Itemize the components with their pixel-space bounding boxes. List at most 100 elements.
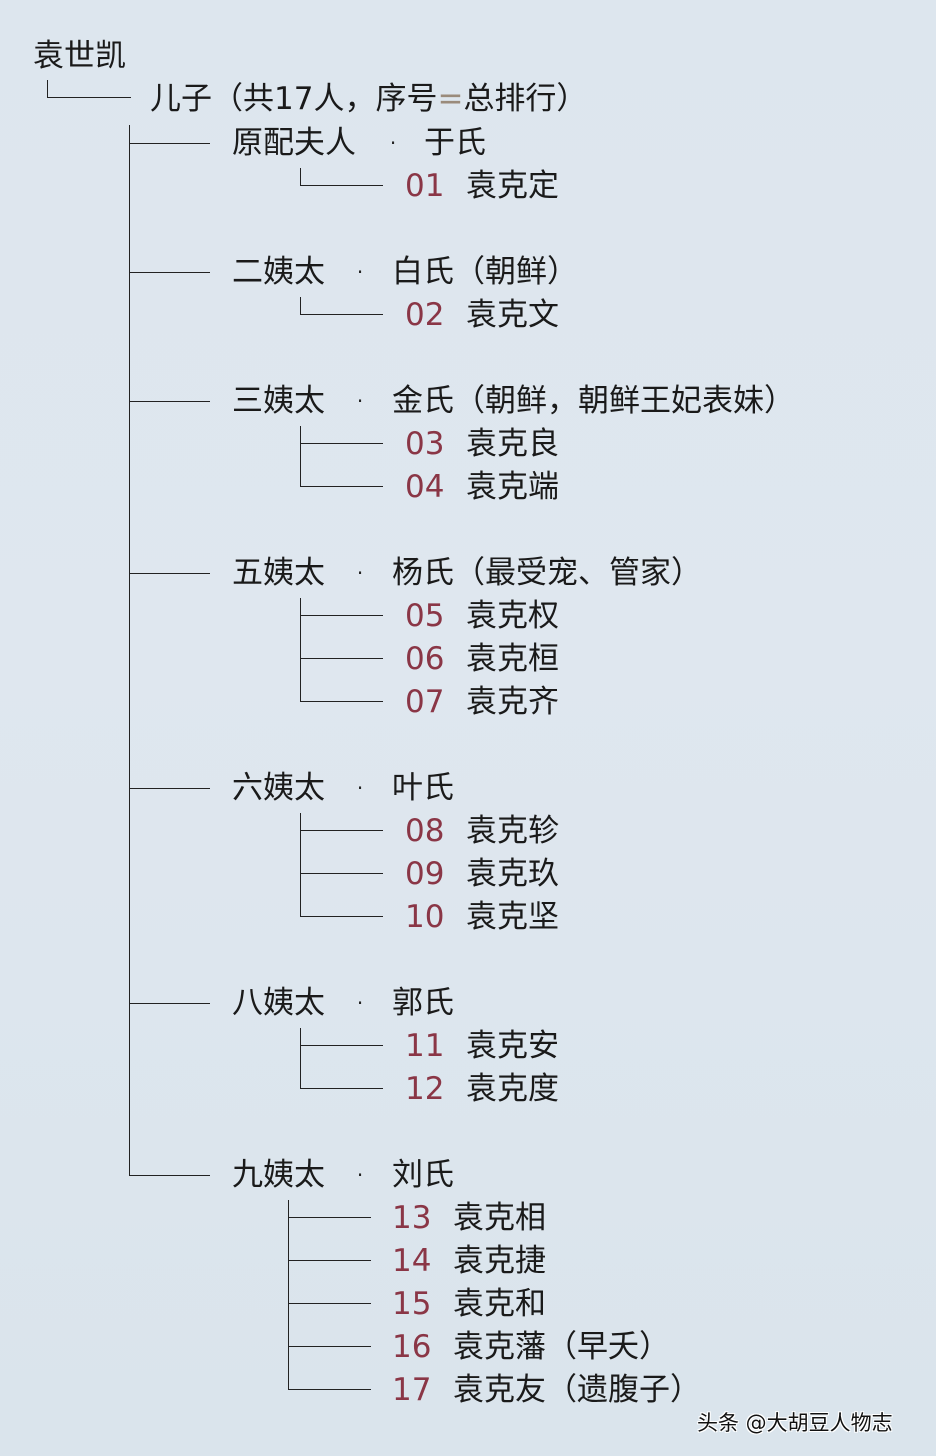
son-note: （早夭） — [546, 1329, 670, 1365]
sons-header-suffix: 总排行） — [463, 81, 588, 117]
surname: 刘氏 — [392, 1157, 454, 1193]
wife-surname: 金氏（朝鲜，朝鲜王妃表妹） — [392, 383, 795, 419]
son-name: 袁克相 — [453, 1200, 546, 1236]
name: 袁克藩 — [453, 1329, 546, 1365]
tree-branch — [288, 1217, 371, 1218]
tree-line — [300, 1028, 301, 1089]
son-name: 袁克桓 — [466, 641, 559, 677]
wife-surname: 刘氏 — [392, 1157, 454, 1193]
separator-dot: · — [356, 561, 364, 585]
son-number: 03 — [405, 426, 445, 462]
root-name: 袁世凯 — [33, 38, 126, 74]
surname: 叶氏 — [392, 770, 454, 806]
tree-branch — [300, 443, 383, 444]
son-number: 01 — [405, 168, 445, 204]
surname: 于氏 — [424, 125, 486, 161]
separator-dot: · — [356, 991, 364, 1015]
sons-header-prefix: 儿子（共17人，序号 — [150, 81, 438, 117]
son-name: 袁克度 — [466, 1071, 559, 1107]
tree-branch — [300, 615, 383, 616]
tree-branch — [300, 314, 383, 315]
surname: 郭氏 — [392, 985, 454, 1021]
son-name: 袁克定 — [466, 168, 559, 204]
wife-surname: 郭氏 — [392, 985, 454, 1021]
son-name: 袁克齐 — [466, 684, 559, 720]
tree-branch — [300, 486, 383, 487]
son-number: 17 — [392, 1372, 432, 1408]
son-number: 04 — [405, 469, 445, 505]
son-name: 袁克良 — [466, 426, 559, 462]
son-name: 袁克轸 — [466, 813, 559, 849]
separator-dot: · — [356, 260, 364, 284]
surname: 杨氏 — [392, 555, 454, 591]
son-name: 袁克坚 — [466, 899, 559, 935]
son-name: 袁克和 — [453, 1286, 546, 1322]
tree-branch — [288, 1303, 371, 1304]
son-name: 袁克藩（早夭） — [453, 1329, 670, 1365]
tree-branch — [300, 830, 383, 831]
son-number: 08 — [405, 813, 445, 849]
tree-branch — [129, 1175, 210, 1176]
son-note: （遗腹子） — [546, 1372, 701, 1408]
son-name: 袁克玖 — [466, 856, 559, 892]
son-name: 袁克端 — [466, 469, 559, 505]
son-number: 07 — [405, 684, 445, 720]
wife-title: 八姨太 — [232, 985, 325, 1021]
son-number: 15 — [392, 1286, 432, 1322]
equals-sign: = — [437, 81, 464, 117]
tree-branch — [300, 701, 383, 702]
son-number: 10 — [405, 899, 445, 935]
tree-branch — [300, 658, 383, 659]
wife-note: （朝鲜） — [454, 254, 578, 290]
wife-title: 五姨太 — [232, 555, 325, 591]
tree-branch — [288, 1389, 371, 1390]
tree-branch — [300, 1088, 383, 1089]
sons-header: 儿子（共17人，序号=总排行） — [150, 81, 587, 117]
tree-branch — [300, 1045, 383, 1046]
son-name: 袁克捷 — [453, 1243, 546, 1279]
son-number: 14 — [392, 1243, 432, 1279]
separator-dot: · — [389, 131, 397, 155]
wife-note: （最受宠、管家） — [454, 555, 702, 591]
separator-dot: · — [356, 389, 364, 413]
wife-title: 原配夫人 — [232, 125, 356, 161]
son-name: 袁克文 — [466, 297, 559, 333]
name: 袁克友 — [453, 1372, 546, 1408]
son-name: 袁克友（遗腹子） — [453, 1372, 701, 1408]
tree-branch — [129, 401, 210, 402]
tree-branch — [129, 573, 210, 574]
tree-branch — [288, 1346, 371, 1347]
surname: 金氏 — [392, 383, 454, 419]
tree-line — [300, 168, 301, 186]
surname: 白氏 — [392, 254, 454, 290]
wife-title: 六姨太 — [232, 770, 325, 806]
wife-surname: 白氏（朝鲜） — [392, 254, 578, 290]
tree-branch — [300, 873, 383, 874]
tree-branch — [288, 1260, 371, 1261]
wife-title: 二姨太 — [232, 254, 325, 290]
tree-line — [300, 813, 301, 917]
tree-branch — [129, 1003, 210, 1004]
son-name: 袁克安 — [466, 1028, 559, 1064]
separator-dot: · — [356, 776, 364, 800]
wife-title: 三姨太 — [232, 383, 325, 419]
tree-branch — [129, 272, 210, 273]
tree-line-root-h — [47, 97, 131, 98]
son-number: 16 — [392, 1329, 432, 1365]
son-number: 11 — [405, 1028, 445, 1064]
tree-line — [288, 1200, 289, 1390]
tree-line-root — [47, 80, 48, 98]
tree-branch — [300, 185, 383, 186]
son-number: 02 — [405, 297, 445, 333]
son-number: 12 — [405, 1071, 445, 1107]
wife-surname: 杨氏（最受宠、管家） — [392, 555, 702, 591]
tree-branch — [129, 143, 210, 144]
son-number: 05 — [405, 598, 445, 634]
wife-title: 九姨太 — [232, 1157, 325, 1193]
wife-surname: 于氏 — [424, 125, 486, 161]
tree-branch — [300, 916, 383, 917]
son-number: 06 — [405, 641, 445, 677]
separator-dot: · — [356, 1163, 364, 1187]
son-name: 袁克权 — [466, 598, 559, 634]
wife-note: （朝鲜，朝鲜王妃表妹） — [454, 383, 795, 419]
